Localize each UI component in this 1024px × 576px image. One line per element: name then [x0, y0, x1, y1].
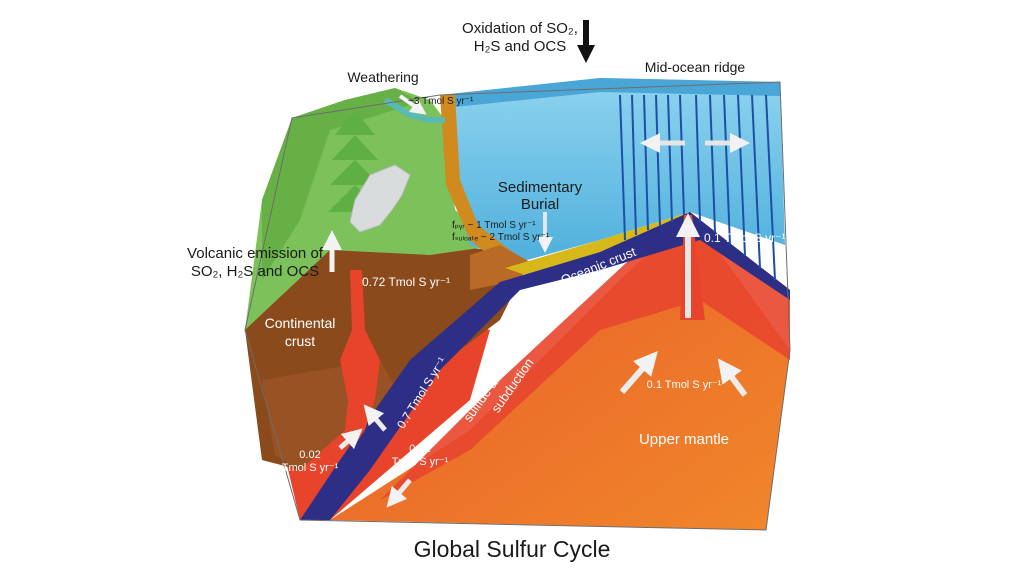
arc-flux-left-line1: 0.02	[299, 449, 320, 461]
continental-crust-line2: crust	[285, 333, 315, 349]
mid-ocean-ridge-label: Mid-ocean ridge	[645, 59, 746, 75]
sedimentary-burial-line2: Burial	[521, 196, 559, 213]
arc-flux-left-line2: Tmol S yr⁻¹	[282, 462, 339, 474]
volcanic-conduit	[340, 270, 380, 445]
weathering-arrow	[398, 94, 427, 115]
seafloor-sediment	[505, 212, 690, 275]
oceanic-crust-slab	[300, 212, 790, 520]
subduction-arrow	[386, 478, 412, 508]
ridge-fracture-lines	[619, 94, 776, 281]
arc-flux-right-line2: Tmol S yr⁻¹	[392, 456, 449, 468]
coastal-sediment	[440, 95, 525, 268]
weathering-flux-label: ~3 Tmol S yr⁻¹	[408, 96, 474, 107]
diagram-caption: Global Sulfur Cycle	[413, 536, 611, 562]
volcanic-emission-line1: Volcanic emission of	[187, 245, 324, 262]
river	[383, 97, 445, 123]
mantle-flux-label: 0.1 Tmol S yr⁻¹	[647, 379, 722, 391]
upper-mantle-label: Upper mantle	[639, 431, 729, 448]
arc-arrow-right	[363, 404, 387, 432]
arc-arrow-left	[338, 428, 363, 450]
glacier	[349, 164, 411, 233]
volcanic-flux-label: 0.72 Tmol S yr⁻¹	[362, 275, 450, 289]
ridge-flux-label: 0.1 Tmol S yr⁻¹	[704, 231, 785, 245]
volcanic-emission-line2: SO₂, H₂S and OCS	[191, 263, 319, 280]
ocean-region	[440, 78, 785, 262]
weathering-label: Weathering	[347, 69, 418, 85]
burial-sulfate-flux: fₛᵤₗₒₐₜₑ ~ 2 Tmol S yr⁻¹	[452, 232, 550, 243]
land-highlight	[262, 88, 420, 280]
oxidation-label-line1: Oxidation of SO₂,	[462, 20, 578, 37]
burial-pyrite-flux: fₚᵧᵣ ~ 1 Tmol S yr⁻¹	[452, 220, 536, 231]
oxidation-label-line2: H₂S and OCS	[474, 38, 567, 55]
sedimentary-burial-line1: Sedimentary	[498, 179, 583, 196]
mantle-arrow-right	[717, 358, 748, 397]
block-outline	[244, 81, 791, 531]
arc-flux-right-line1: 0.12	[409, 443, 430, 455]
mantle-arrow-left	[619, 350, 658, 394]
continental-crust-line1: Continental	[265, 315, 336, 331]
